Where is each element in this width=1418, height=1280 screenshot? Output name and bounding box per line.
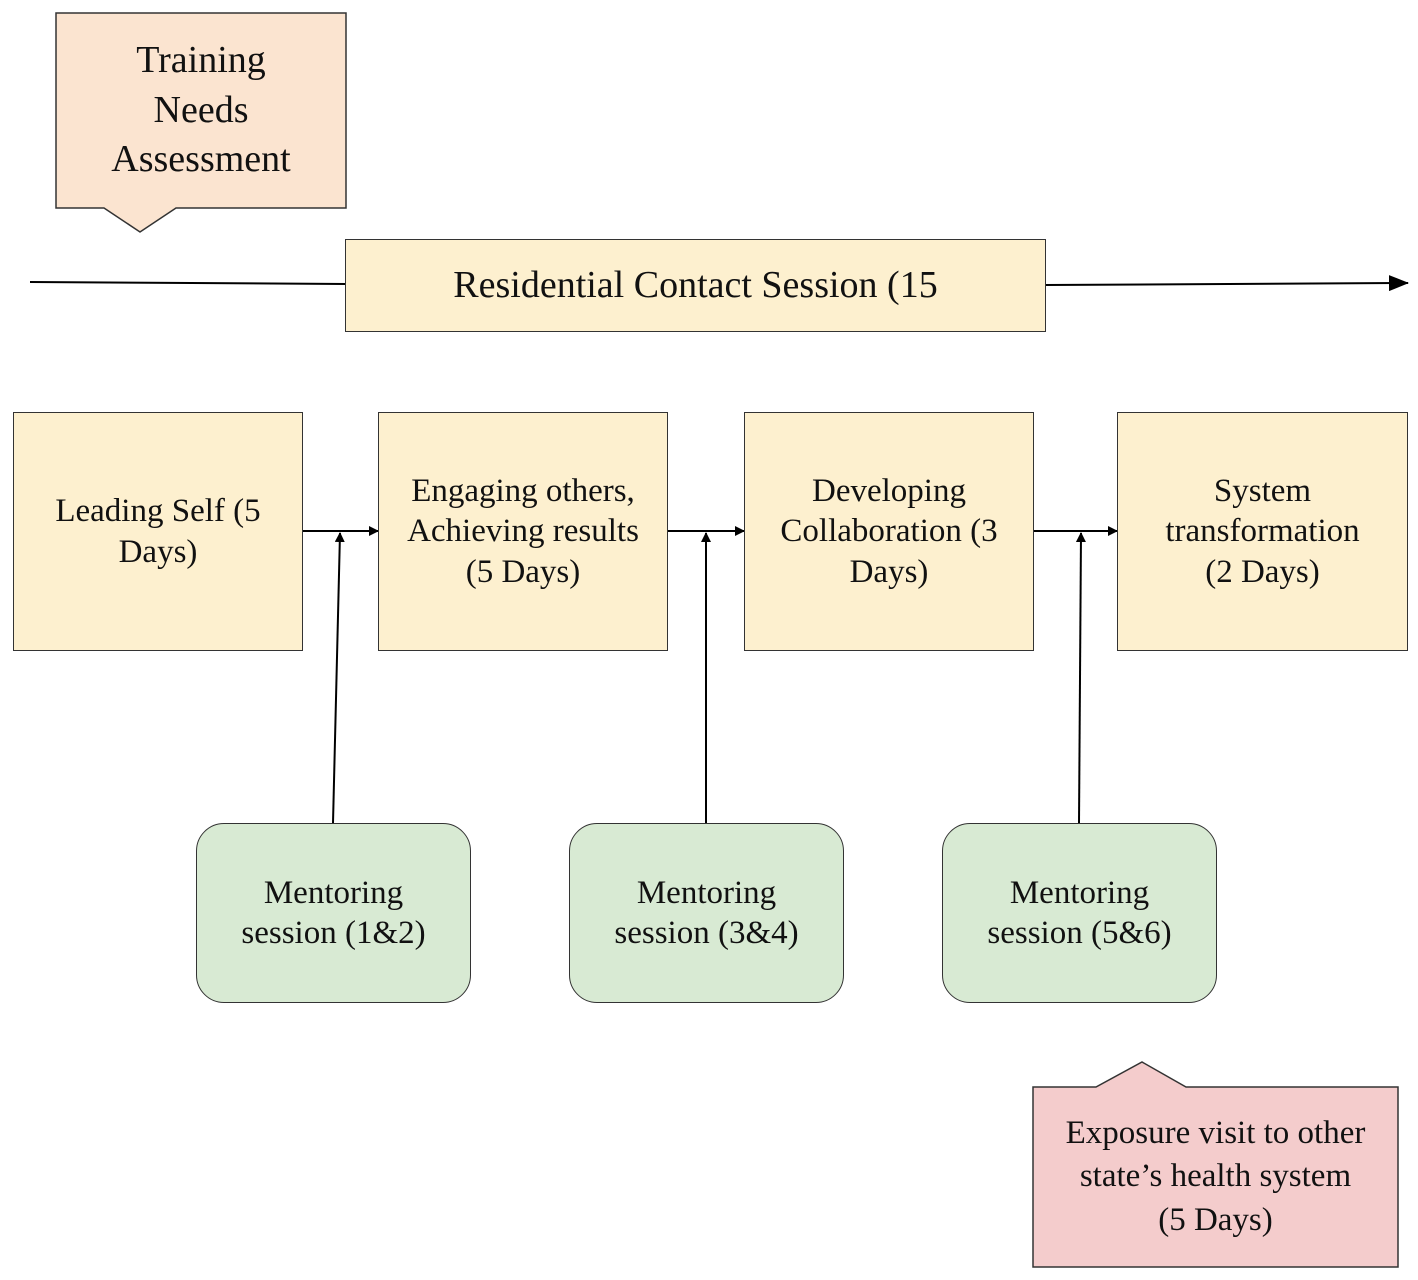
exposure-visit-box: Exposure visit to other state’s health s…	[1033, 1087, 1398, 1267]
mentoring-label: Mentoring session (1&2)	[241, 874, 426, 951]
mentoring-session-1: Mentoring session (1&2)	[196, 823, 471, 1003]
stage-label: System transformation (2 Days)	[1165, 473, 1360, 590]
mentoring-arrow-3	[1075, 532, 1086, 824]
mentoring-arrow-1	[332, 532, 345, 824]
exposure-visit-label: Exposure visit to other state’s health s…	[1065, 1114, 1366, 1238]
stage-engaging-others: Engaging others, Achieving results (5 Da…	[378, 412, 668, 651]
mentoring-label: Mentoring session (3&4)	[614, 874, 799, 951]
stage-leading-self: Leading Self (5 Days)	[13, 412, 303, 651]
stage-label: Engaging others, Achieving results (5 Da…	[407, 473, 639, 590]
timeline-line-left	[29, 281, 347, 285]
residential-session-box: Residential Contact Session (15	[345, 239, 1046, 332]
residential-session-label: Residential Contact Session (15	[453, 264, 938, 307]
mentoring-session-3: Mentoring session (5&6)	[942, 823, 1217, 1003]
exposure-callout	[1032, 1061, 1399, 1268]
stage-label: Leading Self (5 Days)	[55, 493, 261, 570]
stage-system-transformation: System transformation (2 Days)	[1117, 412, 1408, 651]
timeline-arrow	[1044, 275, 1409, 292]
stage-developing-collaboration: Developing Collaboration (3 Days)	[744, 412, 1034, 651]
stage-label: Developing Collaboration (3 Days)	[780, 473, 998, 590]
mentoring-label: Mentoring session (5&6)	[987, 874, 1172, 951]
training-needs-label: Training Needs Assessment	[111, 39, 291, 181]
mentoring-session-2: Mentoring session (3&4)	[569, 823, 844, 1003]
training-needs-callout	[55, 12, 347, 233]
training-needs-box: Training Needs Assessment	[56, 13, 346, 208]
